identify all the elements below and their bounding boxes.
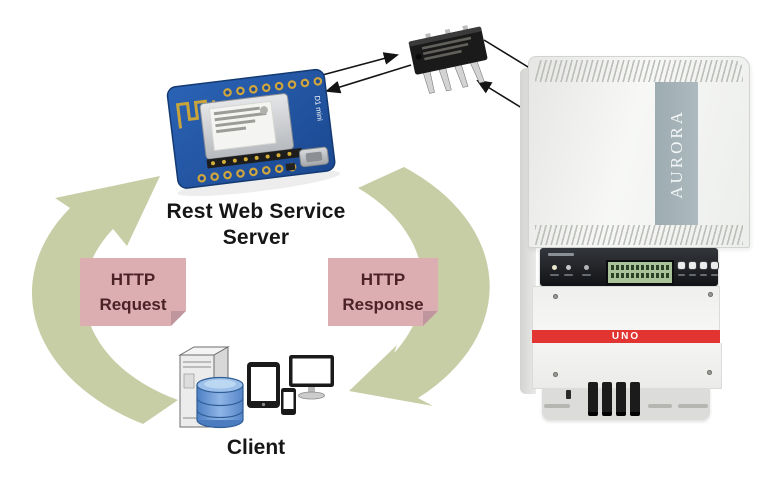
bottom-slot	[648, 404, 672, 408]
module-label-smudge	[213, 106, 267, 134]
bottom-slot	[544, 404, 570, 408]
status-led	[566, 265, 571, 270]
chip-marking-smudge	[421, 36, 472, 61]
inverter-bottom-vent-grille	[535, 225, 743, 245]
http-request-callout: HTTP Request	[80, 258, 186, 326]
pin-header-pads	[211, 151, 292, 166]
panel-button	[678, 262, 685, 269]
inverter-model-text: UNO	[611, 331, 641, 342]
inverter-brandmark-smudge	[548, 253, 574, 256]
dip8-chip-image	[408, 25, 488, 94]
inverter-mid-panel	[532, 286, 720, 331]
smartphone-icon	[281, 388, 296, 415]
esp-module-shield	[199, 93, 294, 160]
bottom-slot	[566, 390, 571, 399]
status-led	[584, 265, 589, 270]
http-request-arc-arrow	[31, 176, 179, 424]
panel-button	[711, 262, 718, 269]
status-led	[552, 265, 557, 270]
screw	[553, 372, 558, 377]
http-response-arc-arrow	[349, 167, 490, 406]
board-silkscreen-text: D1 mini	[313, 95, 325, 122]
http-request-line2: Request	[99, 295, 167, 314]
inverter-control-panel	[540, 248, 718, 286]
dc-connector	[616, 382, 626, 416]
esp8266-board-image: D1 mini	[166, 68, 341, 197]
http-response-line1: HTTP	[360, 270, 406, 289]
inverter-lower-panel	[532, 343, 722, 389]
dc-connector	[588, 382, 598, 416]
pin-holes-top	[223, 77, 323, 97]
reset-button	[285, 162, 296, 171]
database-icon	[196, 376, 244, 429]
bottom-slot	[678, 404, 708, 408]
tablet-icon	[247, 362, 280, 408]
inverter-top-vent-grille	[535, 60, 743, 82]
inverter-bottom-section	[542, 382, 710, 420]
http-request-line1: HTTP	[110, 270, 156, 289]
panel-button	[700, 262, 707, 269]
inverter-brand-stripe: AURORA	[655, 82, 698, 225]
screw	[553, 294, 558, 299]
dc-connector	[602, 382, 612, 416]
http-response-line2: Response	[342, 295, 424, 314]
dc-connector	[630, 382, 640, 416]
inverter-upper-cabinet: AURORA	[528, 56, 750, 248]
http-response-callout: HTTP Response	[328, 258, 438, 326]
chip-to-board-arrow	[325, 64, 412, 94]
server-label: Rest Web Service Server	[140, 199, 372, 251]
screw	[708, 292, 713, 297]
aurora-inverter-image: AURORA UNO	[518, 52, 764, 430]
server-label-line2: Server	[222, 226, 290, 249]
client-label: Client	[226, 436, 286, 459]
monitor-icon	[289, 355, 334, 400]
inverter-lcd-display	[606, 260, 674, 285]
screw	[707, 370, 712, 375]
inverter-model-stripe: UNO	[532, 330, 720, 343]
inverter-brand-text: AURORA	[666, 108, 686, 199]
panel-button	[689, 262, 696, 269]
client-icons	[178, 346, 334, 429]
server-label-line1: Rest Web Service	[166, 200, 346, 223]
